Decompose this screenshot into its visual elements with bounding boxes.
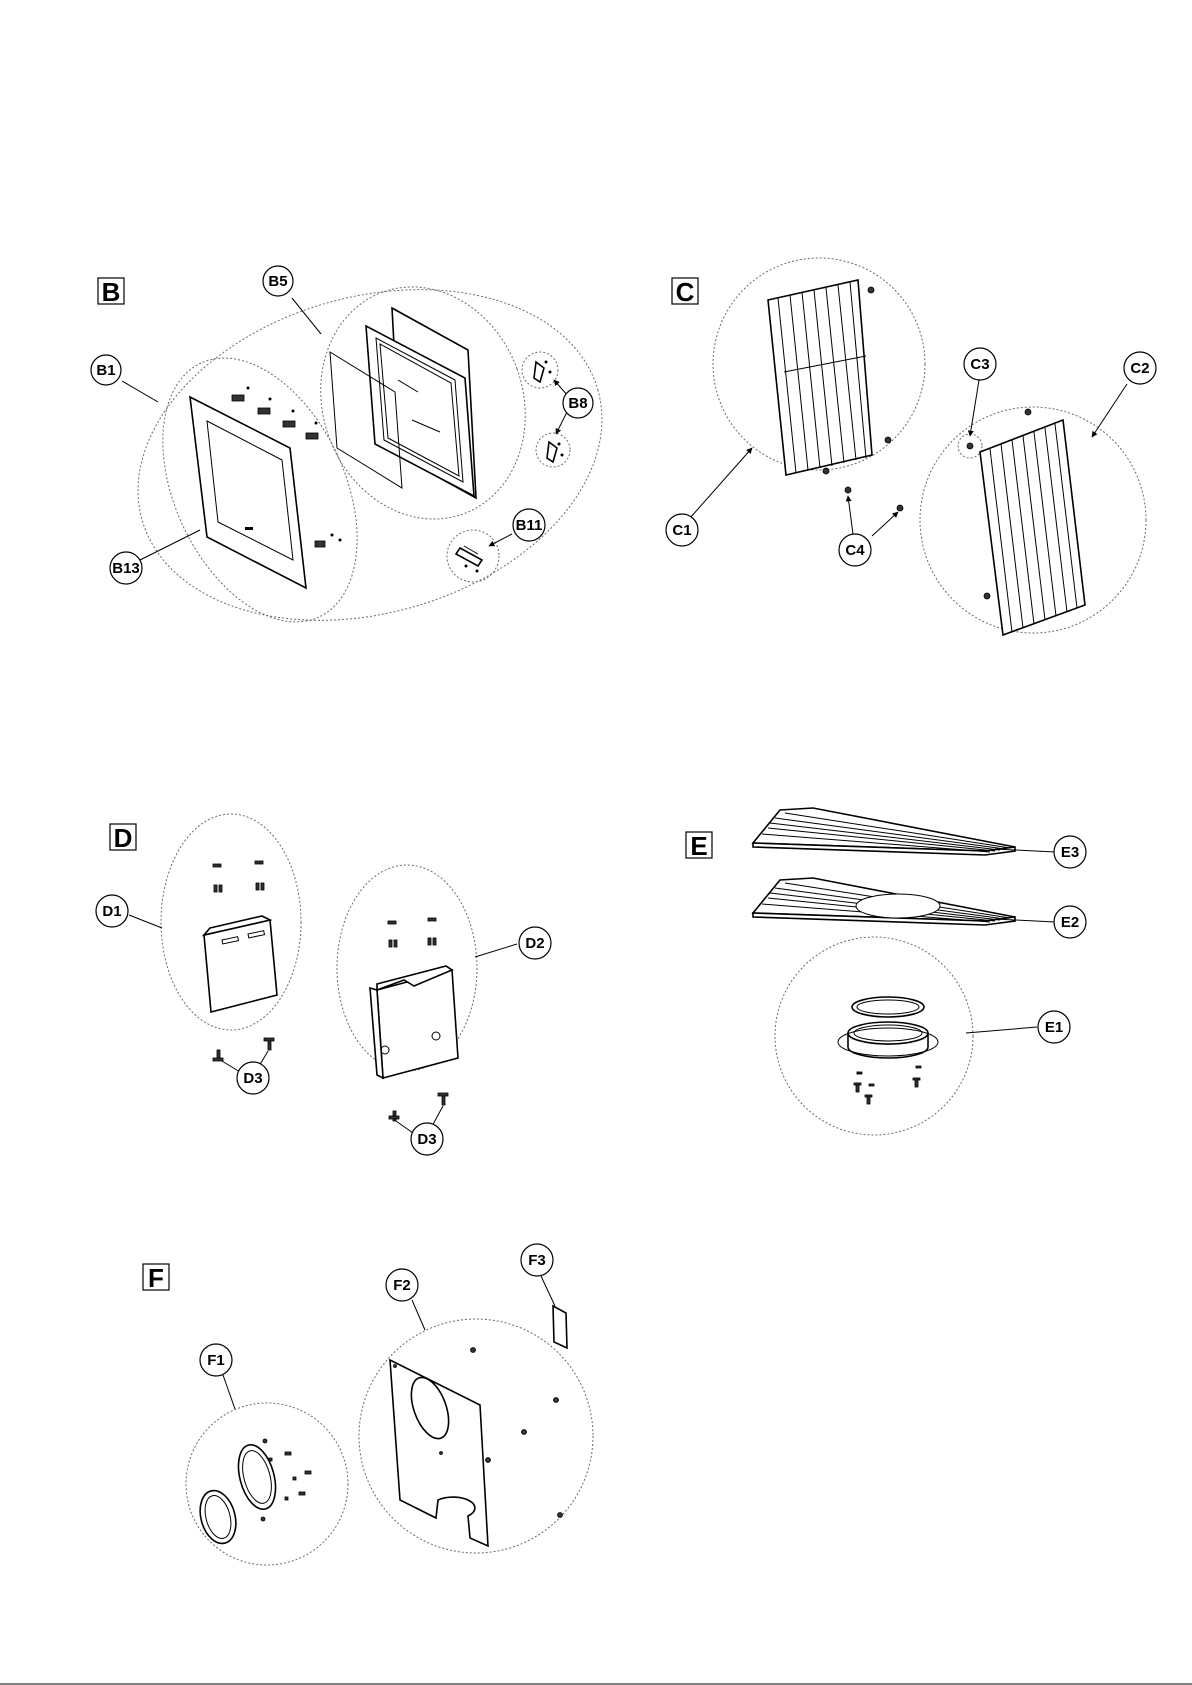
- leader-d3a-left: [222, 1061, 240, 1072]
- svg-text:E3: E3: [1061, 844, 1079, 861]
- svg-text:F3: F3: [528, 1252, 546, 1269]
- leader-b8-bottom: [556, 410, 568, 434]
- svg-text:F2: F2: [393, 1277, 411, 1294]
- clip-icon: [456, 546, 482, 573]
- callout-b13: B13: [110, 552, 142, 584]
- svg-text:D3: D3: [243, 1070, 262, 1087]
- svg-text:D2: D2: [525, 935, 544, 952]
- leader-f2: [412, 1300, 425, 1330]
- leader-d2: [475, 944, 517, 957]
- callout-f2: F2: [386, 1269, 418, 1301]
- section-label: C: [676, 277, 695, 307]
- callout-c3: C3: [964, 348, 996, 380]
- leader-f3: [541, 1276, 555, 1306]
- screw-icon: [854, 1066, 921, 1104]
- callout-e1: E1: [1038, 1011, 1070, 1043]
- section-label: B: [102, 277, 121, 307]
- collar-icon: [838, 997, 938, 1058]
- svg-text:D3: D3: [417, 1131, 436, 1148]
- svg-text:B5: B5: [268, 273, 287, 290]
- svg-text:B1: B1: [96, 362, 115, 379]
- svg-text:B13: B13: [112, 560, 140, 577]
- side-plate-icon: [204, 861, 277, 1012]
- leader-c3: [970, 380, 979, 436]
- leader-b1: [122, 381, 158, 402]
- leader-b5: [292, 298, 321, 334]
- callout-c2: C2: [1124, 352, 1156, 384]
- leader-d1: [129, 915, 162, 928]
- leader-e1: [966, 1027, 1037, 1033]
- svg-text:C2: C2: [1130, 360, 1149, 377]
- grate-icon: [768, 280, 891, 493]
- leader-c4-right: [872, 512, 898, 536]
- svg-text:E2: E2: [1061, 914, 1079, 931]
- leader-c2: [1092, 384, 1127, 437]
- panel-icon: [753, 878, 1015, 925]
- bracket-icon: [534, 361, 564, 463]
- callout-b1: B1: [91, 355, 121, 385]
- callout-d1: D1: [96, 895, 128, 927]
- section-d: D: [96, 814, 551, 1155]
- svg-text:C3: C3: [970, 356, 989, 373]
- callout-f3: F3: [521, 1244, 553, 1276]
- svg-text:C4: C4: [845, 542, 865, 559]
- svg-text:F1: F1: [207, 1352, 225, 1369]
- svg-text:B11: B11: [516, 517, 543, 534]
- section-label: D: [114, 823, 133, 853]
- svg-text:D1: D1: [102, 903, 121, 920]
- section-c: C: [666, 258, 1156, 635]
- section-b: B: [91, 238, 641, 672]
- svg-text:E1: E1: [1045, 1019, 1063, 1036]
- callout-d3: D3: [411, 1123, 443, 1155]
- ring-plate-icon: [195, 1439, 311, 1547]
- section-e: E: [686, 808, 1086, 1135]
- callout-e2: E2: [1054, 906, 1086, 938]
- door-frame-icon: [330, 308, 476, 498]
- leader-d3b-left: [396, 1121, 413, 1133]
- leader-c1: [690, 448, 752, 518]
- b1-group-outline: [99, 238, 642, 672]
- label-plate-icon: [553, 1306, 567, 1348]
- grate-icon: [897, 409, 1085, 635]
- callout-b8: B8: [563, 388, 593, 418]
- callout-c4: C4: [839, 534, 871, 566]
- leader-c4-left: [848, 496, 853, 534]
- panel-icon: [753, 808, 1015, 855]
- callout-b11: B11: [513, 509, 545, 541]
- callout-c1: C1: [666, 514, 698, 546]
- side-plate-icon: [370, 918, 458, 1078]
- leader-b13: [140, 530, 200, 560]
- callout-b5: B5: [263, 266, 293, 296]
- callout-d2: D2: [519, 927, 551, 959]
- callout-d3: D3: [237, 1062, 269, 1094]
- section-f: F: [143, 1244, 593, 1565]
- svg-text:B8: B8: [568, 395, 587, 412]
- section-label: F: [148, 1263, 164, 1293]
- back-plate-icon: [390, 1348, 563, 1547]
- callout-f1: F1: [200, 1344, 232, 1376]
- callout-e3: E3: [1054, 836, 1086, 868]
- leader-b11: [489, 534, 512, 546]
- svg-text:C1: C1: [672, 522, 691, 539]
- glass-panel-icon: [190, 387, 342, 589]
- leader-f1: [223, 1375, 235, 1409]
- section-label: E: [690, 831, 707, 861]
